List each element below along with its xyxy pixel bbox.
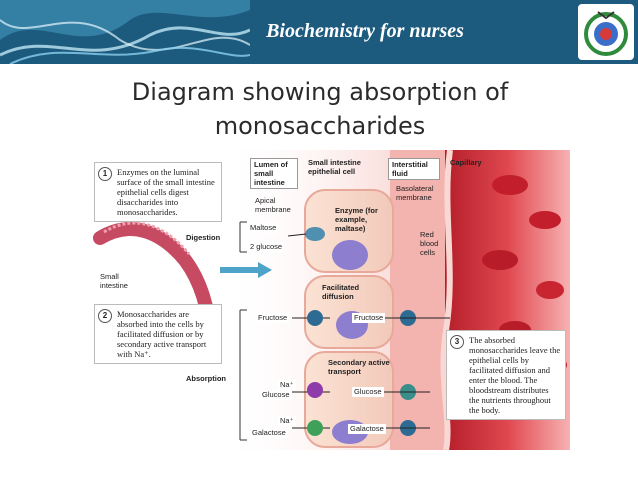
absorption-diagram: Lumen of small intestine Small intestine… (90, 150, 570, 450)
callout-1-number: 1 (98, 167, 112, 181)
institution-logo (578, 4, 634, 60)
callout-3: 3 The absorbed monosaccharides leave the… (446, 330, 566, 420)
header-title: Biochemistry for nurses (266, 20, 464, 42)
column-header-lumen: Lumen of small intestine (250, 158, 298, 189)
label-na-1: Na⁺ (278, 380, 296, 390)
callout-1: 1 Enzymes on the luminal surface of the … (94, 162, 222, 222)
callout-1-text: Enzymes on the luminal surface of the sm… (117, 167, 215, 217)
label-glucose-cell: Glucose (352, 387, 384, 397)
label-basolateral-membrane: Basolateral membrane (396, 184, 434, 202)
column-header-capillary: Capillary (450, 158, 482, 167)
label-apical-membrane: Apical membrane (255, 196, 291, 214)
column-header-epithelial: Small intestine epithelial cell (308, 158, 361, 176)
label-fructose-cell: Fructose (352, 313, 386, 323)
slide-title-line-2: monosaccharides (214, 112, 426, 140)
label-2-glucose: 2 glucose (248, 242, 285, 252)
label-digestion: Digestion (186, 233, 221, 242)
label-absorption: Absorption (186, 374, 226, 383)
label-galactose-cell: Galactose (348, 424, 386, 434)
label-galactose-lumen: Galactose (250, 428, 288, 438)
callout-2-text: Monosaccharides are absorbed into the ce… (117, 309, 207, 359)
callout-3-text: The absorbed monosaccharides leave the e… (469, 335, 561, 415)
label-na-2: Na⁺ (278, 416, 296, 426)
label-facilitated-diffusion: Facilitated diffusion (322, 283, 360, 301)
slide-title-line-1: Diagram showing absorption of (131, 78, 509, 106)
label-maltose: Maltose (248, 223, 279, 233)
column-header-interstitial: Interstitial fluid (388, 158, 440, 180)
label-small-intestine: Small intestine (100, 272, 128, 290)
label-enzyme: Enzyme (for example, maltase) (335, 206, 378, 233)
header-banner: Biochemistry for nurses (0, 0, 638, 64)
logo-emblem-icon (584, 11, 628, 56)
label-red-blood-cells: Red blood cells (420, 230, 439, 257)
callout-2: 2 Monosaccharides are absorbed into the … (94, 304, 222, 364)
callout-2-number: 2 (98, 309, 112, 323)
callout-3-number: 3 (450, 335, 464, 349)
label-fructose-lumen: Fructose (256, 313, 290, 323)
decorative-wave-art (0, 0, 250, 64)
label-glucose-lumen: Glucose (260, 390, 292, 400)
label-secondary-active-transport: Secondary active transport (328, 358, 390, 376)
